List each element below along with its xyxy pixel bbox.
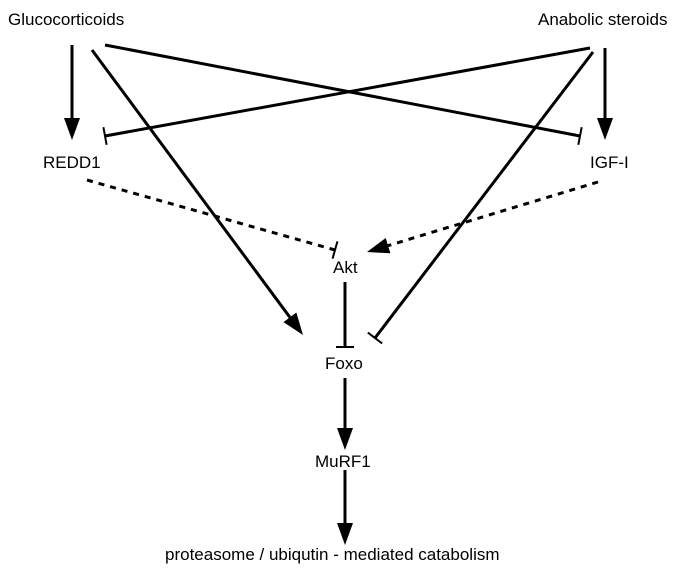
arrowhead-icon — [64, 118, 80, 140]
edge-line — [90, 49, 293, 320]
edge-line — [385, 180, 599, 248]
arrowhead-icon — [337, 523, 353, 545]
edge-line — [86, 178, 336, 252]
arrowhead-icon — [283, 312, 303, 335]
node-igf1: IGF-I — [590, 153, 629, 172]
edge-line — [104, 46, 591, 138]
edge-line — [104, 43, 581, 138]
edge-anabolic-steroids-to-redd1 — [102, 46, 591, 146]
node-redd1: REDD1 — [43, 153, 101, 172]
edge-glucocorticoids-to-foxo — [90, 49, 303, 335]
edge-igf-i-to-akt — [367, 180, 599, 254]
node-anabolic-steroids: Anabolic steroids — [538, 10, 668, 29]
edge-glucocorticoids-to-redd1 — [64, 45, 80, 140]
arrowhead-icon — [367, 237, 391, 254]
arrowhead-icon — [337, 428, 353, 450]
node-murf1: MuRF1 — [315, 452, 371, 471]
edge-murf1-to-proteasome-ubiqutin-mediated-catabolism — [337, 470, 353, 545]
inhibition-bar-icon — [331, 241, 339, 259]
edge-redd1-to-akt — [86, 178, 339, 259]
inhibition-bar-icon — [102, 126, 108, 146]
edge-line — [373, 51, 595, 339]
edge-foxo-to-murf1 — [337, 378, 353, 450]
arrowhead-icon — [597, 118, 613, 140]
edge-anabolic-steroids-to-igf-i — [597, 48, 613, 140]
edge-glucocorticoids-to-igf-i — [104, 43, 583, 146]
node-glucocorticoids: Glucocorticoids — [8, 10, 125, 29]
inhibition-bar-icon — [577, 126, 583, 146]
node-akt: Akt — [333, 258, 358, 277]
node-foxo: Foxo — [325, 354, 363, 373]
node-catabolism: proteasome / ubiqutin - mediated catabol… — [165, 545, 500, 564]
inhibition-bar-icon — [367, 331, 383, 345]
edge-akt-to-foxo — [336, 282, 354, 348]
edge-anabolic-steroids-to-foxo — [367, 51, 595, 345]
